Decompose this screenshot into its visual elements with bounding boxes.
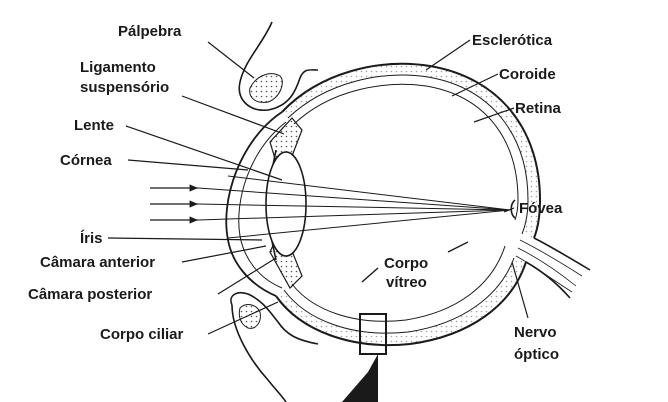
label-camara-posterior: Câmara posterior	[28, 286, 152, 303]
light-rays	[150, 175, 511, 239]
lens	[265, 151, 307, 257]
label-ligamento-2: suspensório	[80, 79, 169, 96]
upper-eyelid	[238, 21, 319, 111]
label-fovea: Fóvea	[519, 200, 563, 217]
optic-nerve	[515, 237, 591, 299]
label-esclerotica: Esclerótica	[472, 32, 553, 49]
cornea	[225, 111, 287, 297]
label-retina: Retina	[515, 100, 562, 117]
label-palpebra: Pálpebra	[118, 23, 182, 40]
label-coroide: Coroide	[499, 66, 556, 83]
sclera	[275, 62, 542, 346]
label-corpo-vitreo-2: vítreo	[386, 274, 427, 291]
lower-eyelid	[230, 291, 319, 402]
leader-lines	[107, 39, 529, 335]
vitreous-marks	[361, 241, 469, 283]
label-lente: Lente	[74, 117, 114, 134]
label-iris: Íris	[80, 230, 103, 247]
label-ligamento-1: Ligamento	[80, 59, 156, 76]
label-corpo-vitreo-1: Corpo	[384, 255, 428, 272]
label-nervo-optico-1: Nervo	[514, 324, 557, 341]
label-cornea: Córnea	[60, 152, 112, 169]
label-camara-anterior: Câmara anterior	[40, 254, 155, 271]
label-corpo-ciliar: Corpo ciliar	[100, 326, 184, 343]
label-nervo-optico-2: óptico	[514, 346, 559, 363]
magnifier	[342, 313, 387, 402]
